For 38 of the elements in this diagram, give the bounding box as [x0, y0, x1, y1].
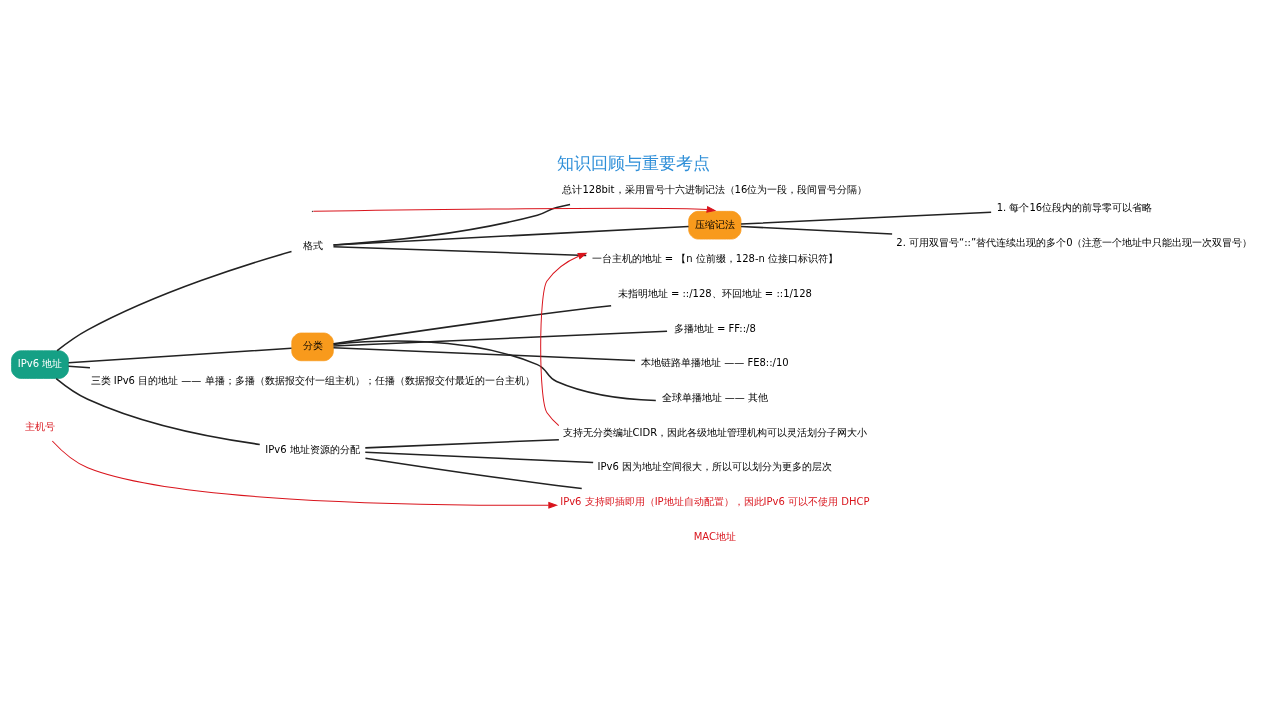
connector — [364, 456, 583, 489]
diagram-title: 知识回顾与重要考点 — [557, 152, 711, 173]
node-label: MAC地址 — [693, 530, 736, 542]
arrow — [312, 205, 716, 213]
connector — [364, 451, 594, 463]
node-text: 一台主机的地址 = 【n 位前缀，128-n 位接口标识符】 — [591, 252, 839, 264]
connector — [332, 346, 636, 361]
node-text: IPv6 支持即插即用（IP地址自动配置），因此IPv6 可以不使用 DHCP — [560, 495, 870, 507]
connector — [364, 438, 560, 449]
node-text: 支持无分类编址CIDR，因此各级地址管理机构可以灵活划分子网大小 — [562, 426, 868, 438]
node-text: 全球单播地址 —— 其他 — [661, 391, 769, 403]
node-text: IPv6 因为地址空间很大，所以可以划分为更多的层次 — [597, 460, 833, 472]
connector — [332, 339, 657, 401]
node-text: 三类 IPv6 目的地址 —— 单播；多播（数据报交付一组主机）；任播（数据报交付最近的一台主机） — [90, 374, 535, 386]
arrow — [540, 252, 587, 426]
connector — [55, 377, 261, 445]
connector — [332, 304, 612, 345]
node-text: IPv6 地址资源的分配 — [265, 443, 360, 455]
connector — [332, 330, 668, 347]
arrow — [51, 440, 558, 508]
node-text: 1. 每个16位段内的前导零可以省略 — [996, 201, 1153, 213]
node-text: 总计128bit，采用冒号十六进制记法（16位为一段，段间冒号分隔） — [562, 183, 868, 195]
connector — [332, 225, 690, 246]
connector — [56, 250, 293, 351]
node-text: 多播地址 = FF::/8 — [673, 322, 756, 334]
node-text: 主机号 — [24, 420, 55, 432]
connector — [67, 346, 293, 364]
node-text: 未指明地址 = ::/128、环回地址 = ::1/128 — [617, 287, 812, 299]
connector — [67, 365, 91, 368]
node-box: IPv6 地址 — [11, 349, 69, 379]
connector — [740, 210, 992, 225]
connector — [740, 225, 893, 235]
node-box: 分类 — [291, 332, 334, 361]
node-text: 2. 可用双冒号“::”替代连续出现的多个0（注意一个地址中只能出现一次双冒号） — [896, 236, 1253, 248]
node-text: 本地链路单播地址 —— FE8::/10 — [641, 356, 789, 368]
node-text: 格式 — [302, 239, 323, 251]
node-box: 压缩记法 — [688, 210, 742, 239]
connector — [332, 245, 587, 256]
